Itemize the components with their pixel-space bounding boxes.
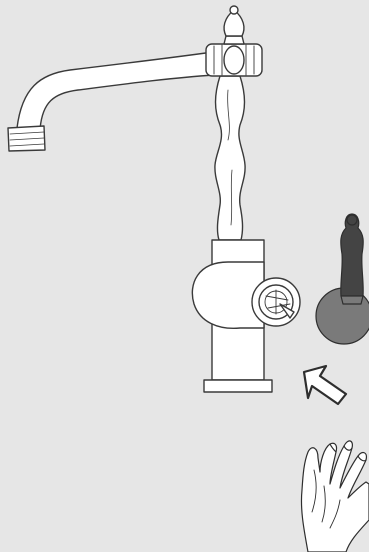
faucet-icon <box>8 6 300 392</box>
spout-arm <box>17 52 214 130</box>
faucet-top-collar <box>206 44 262 76</box>
faucet-stem <box>215 76 245 240</box>
faucet-finial <box>224 6 244 44</box>
lever-grip <box>341 214 363 296</box>
arrow-up-left-icon <box>304 366 346 404</box>
cartridge-icon <box>252 278 300 326</box>
hand-icon <box>301 441 369 552</box>
lever-handle-icon <box>316 214 369 344</box>
faucet-base <box>204 380 272 392</box>
spout-nozzle <box>8 126 45 151</box>
